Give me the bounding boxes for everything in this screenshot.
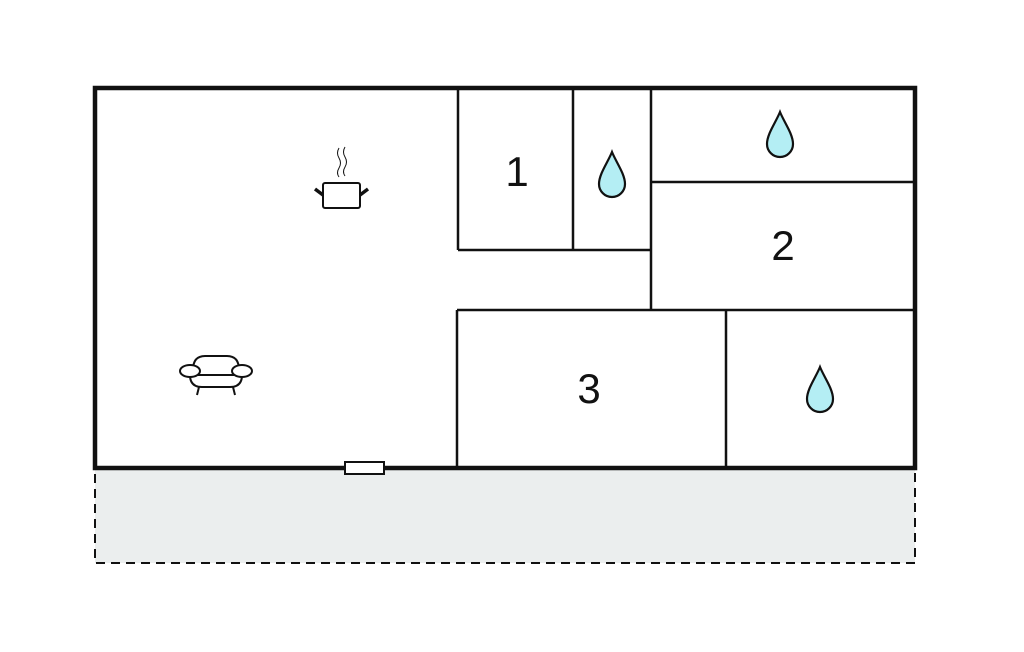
water-drop-icon [597, 149, 627, 199]
room-2-label: 2 [771, 222, 794, 269]
interior-walls [455, 88, 915, 468]
sofa-icon [179, 355, 253, 396]
room-1-label: 1 [505, 148, 528, 195]
kitchen-pot-icon [313, 146, 370, 209]
room-3-label: 3 [577, 365, 600, 412]
water-drop-icon [805, 364, 835, 414]
terrace [94, 467, 916, 564]
entrance-door [344, 461, 385, 475]
water-drop-icon [765, 109, 795, 159]
